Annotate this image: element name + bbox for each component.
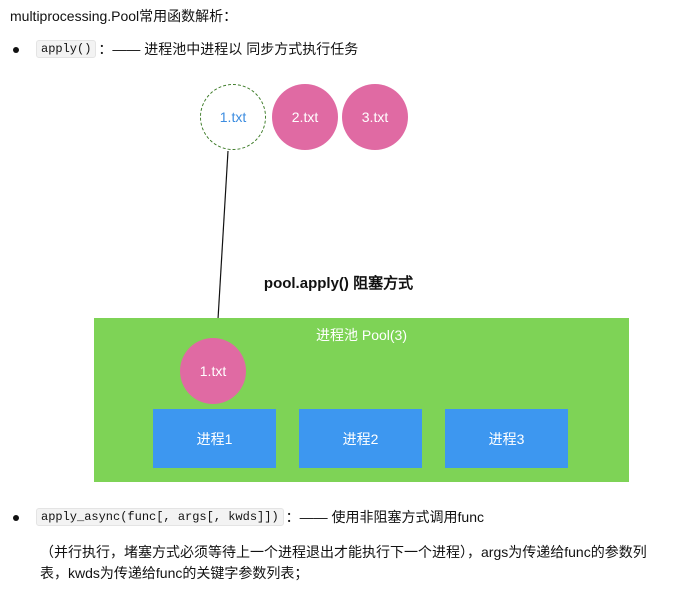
bullet-apply — [13, 47, 19, 53]
apply-line: apply() ：—— 进程池中进程以 同步方式执行任务 — [36, 39, 358, 59]
apply-async-description: ：—— 使用非阻塞方式调用func — [285, 509, 484, 525]
bullet-apply-async — [13, 515, 19, 521]
process-2: 进程2 — [299, 409, 422, 468]
mode-label: pool.apply() 阻塞方式 — [263, 275, 414, 292]
pool-title: 进程池 Pool(3) — [315, 327, 408, 343]
process-3: 进程3 — [445, 409, 568, 468]
apply-description: ：—— 进程池中进程以 同步方式执行任务 — [98, 41, 359, 57]
process-pool: 进程池 Pool(3) 1.txt 进程1 进程2 进程3 — [94, 318, 629, 482]
task-circle-3: 3.txt — [342, 84, 408, 150]
apply-async-code: apply_async(func[, args[, kwds]]) — [36, 508, 284, 526]
active-task-circle: 1.txt — [180, 338, 246, 404]
apply-async-line: apply_async(func[, args[, kwds]]) ：—— 使用… — [36, 507, 484, 527]
task-circle-pending: 1.txt — [200, 84, 266, 150]
apply-async-note: （并行执行，堵塞方式必须等待上一个进程退出才能执行下一个进程），args为传递给… — [40, 544, 647, 581]
process-1: 进程1 — [153, 409, 276, 468]
apply-code: apply() — [36, 40, 97, 58]
task-circle-2: 2.txt — [272, 84, 338, 150]
page-heading: multiprocessing.Pool常用函数解析： — [10, 8, 238, 24]
